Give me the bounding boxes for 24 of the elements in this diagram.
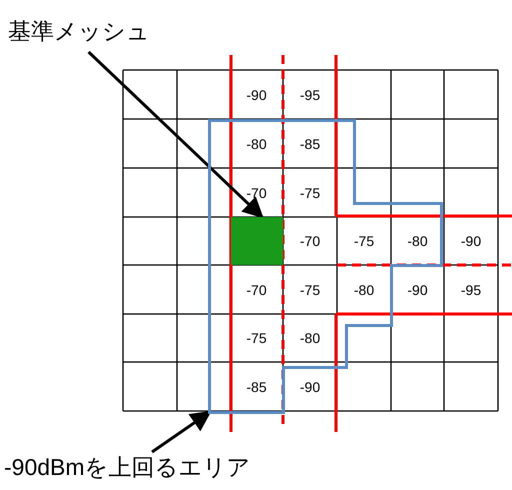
cell-value: -70: [245, 184, 268, 200]
arrow: [151, 410, 212, 454]
cell-value: -90: [460, 233, 482, 249]
callout-text: 基準メッシュ: [8, 16, 163, 46]
callout-text: -90dBmを上回るエリア: [4, 452, 266, 482]
cell-value: -90: [245, 86, 268, 102]
cell-value: -90: [406, 282, 429, 298]
cell-value: -80: [298, 330, 322, 346]
cell-value: -70: [298, 233, 322, 249]
cell-value: -85: [298, 136, 322, 152]
cell-value: -75: [352, 233, 376, 249]
arrow: [88, 50, 264, 218]
reference-cell: [231, 217, 283, 265]
cell-value: -75: [298, 282, 322, 298]
cell-value: -95: [298, 86, 322, 102]
cell-value: -95: [460, 282, 482, 298]
cell-value: -85: [245, 378, 268, 394]
cell-value: -80: [406, 233, 429, 249]
cell-value: -80: [352, 282, 376, 298]
cell-value: -75: [298, 184, 322, 200]
cell-value: -80: [245, 136, 268, 152]
cell-value: -75: [245, 330, 268, 346]
cell-value: -90: [298, 378, 322, 394]
cell-value: -70: [245, 282, 268, 298]
